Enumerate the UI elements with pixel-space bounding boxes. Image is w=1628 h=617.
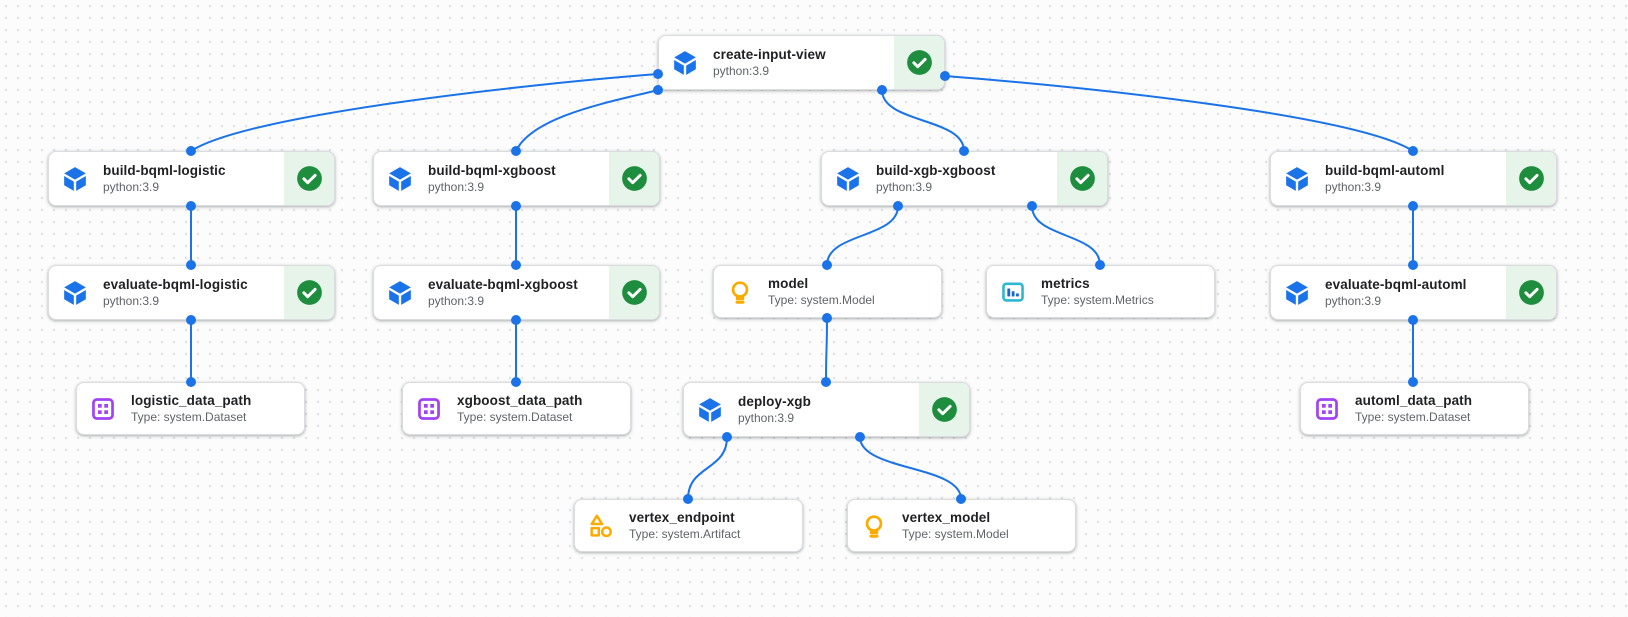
status-section [919,383,969,436]
success-check-icon [621,166,647,191]
node-subtitle: python:3.9 [428,294,485,309]
artifact-icon [588,513,614,539]
node-subtitle: Type: system.Dataset [1355,410,1471,425]
node-title: vertex_endpoint [629,509,735,525]
node-subtitle: Type: system.Metrics [1041,293,1154,308]
success-check-icon [296,280,322,305]
node-xgboost_data_path[interactable]: xgboost_data_path Type: system.Dataset [402,382,631,435]
node-evaluate-bqml-automl[interactable]: evaluate-bqml-automl python:3.9 [1270,265,1557,320]
cube-icon [387,280,413,306]
success-check-icon [621,280,647,305]
node-title: build-bqml-xgboost [428,162,556,178]
success-check-icon [296,166,322,191]
dataset-icon [1314,396,1340,422]
node-title: automl_data_path [1355,392,1473,408]
node-deploy-xgb[interactable]: deploy-xgb python:3.9 [683,382,970,437]
node-title: deploy-xgb [738,393,812,409]
node-subtitle: python:3.9 [738,411,795,426]
cube-icon [835,166,861,192]
cube-icon [1284,280,1310,306]
node-build-bqml-logistic[interactable]: build-bqml-logistic python:3.9 [48,151,335,206]
node-subtitle: python:3.9 [713,64,770,79]
node-subtitle: Type: system.Model [902,527,1009,542]
node-title: evaluate-bqml-automl [1325,276,1467,292]
node-title: evaluate-bqml-xgboost [428,276,578,292]
node-subtitle: python:3.9 [1325,180,1382,195]
status-section [894,36,944,89]
lightbulb-icon [861,513,887,539]
node-title: vertex_model [902,509,991,525]
node-title: metrics [1041,275,1090,291]
success-check-icon [906,50,932,75]
cube-icon [62,166,88,192]
node-subtitle: python:3.9 [428,180,485,195]
node-vertex_model[interactable]: vertex_model Type: system.Model [847,499,1076,552]
node-subtitle: python:3.9 [103,180,160,195]
cube-icon [1284,166,1310,192]
node-build-xgb-xgboost[interactable]: build-xgb-xgboost python:3.9 [821,151,1108,206]
node-create-input-view[interactable]: create-input-view python:3.9 [658,35,945,90]
status-section [1506,266,1556,319]
node-subtitle: Type: system.Dataset [457,410,573,425]
lightbulb-icon [727,279,753,305]
status-section [1506,152,1556,205]
node-subtitle: Type: system.Artifact [629,527,741,542]
node-title: build-bqml-logistic [103,162,226,178]
node-title: build-bqml-automl [1325,162,1445,178]
success-check-icon [1518,280,1544,305]
node-metrics[interactable]: metrics Type: system.Metrics [986,265,1215,318]
status-section [284,152,334,205]
node-automl_data_path[interactable]: automl_data_path Type: system.Dataset [1300,382,1529,435]
node-title: evaluate-bqml-logistic [103,276,248,292]
metrics-icon [1000,279,1026,305]
cube-icon [62,280,88,306]
node-evaluate-bqml-logistic[interactable]: evaluate-bqml-logistic python:3.9 [48,265,335,320]
node-model[interactable]: model Type: system.Model [713,265,942,318]
node-evaluate-bqml-xgboost[interactable]: evaluate-bqml-xgboost python:3.9 [373,265,660,320]
cube-icon [672,50,698,76]
status-section [609,266,659,319]
node-subtitle: python:3.9 [876,180,933,195]
node-logistic_data_path[interactable]: logistic_data_path Type: system.Dataset [76,382,305,435]
node-subtitle: Type: system.Model [768,293,875,308]
dataset-icon [90,396,116,422]
cube-icon [697,397,723,423]
node-subtitle: python:3.9 [1325,294,1382,309]
node-build-bqml-automl[interactable]: build-bqml-automl python:3.9 [1270,151,1557,206]
node-subtitle: Type: system.Dataset [131,410,247,425]
success-check-icon [1518,166,1544,191]
status-section [1057,152,1107,205]
status-section [609,152,659,205]
node-vertex_endpoint[interactable]: vertex_endpoint Type: system.Artifact [574,499,803,552]
dataset-icon [416,396,442,422]
node-title: logistic_data_path [131,392,252,408]
node-build-bqml-xgboost[interactable]: build-bqml-xgboost python:3.9 [373,151,660,206]
node-title: xgboost_data_path [457,392,583,408]
node-subtitle: python:3.9 [103,294,160,309]
node-title: model [768,275,809,291]
status-section [284,266,334,319]
node-title: build-xgb-xgboost [876,162,996,178]
success-check-icon [931,397,957,422]
success-check-icon [1069,166,1095,191]
cube-icon [387,166,413,192]
node-title: create-input-view [713,46,826,62]
